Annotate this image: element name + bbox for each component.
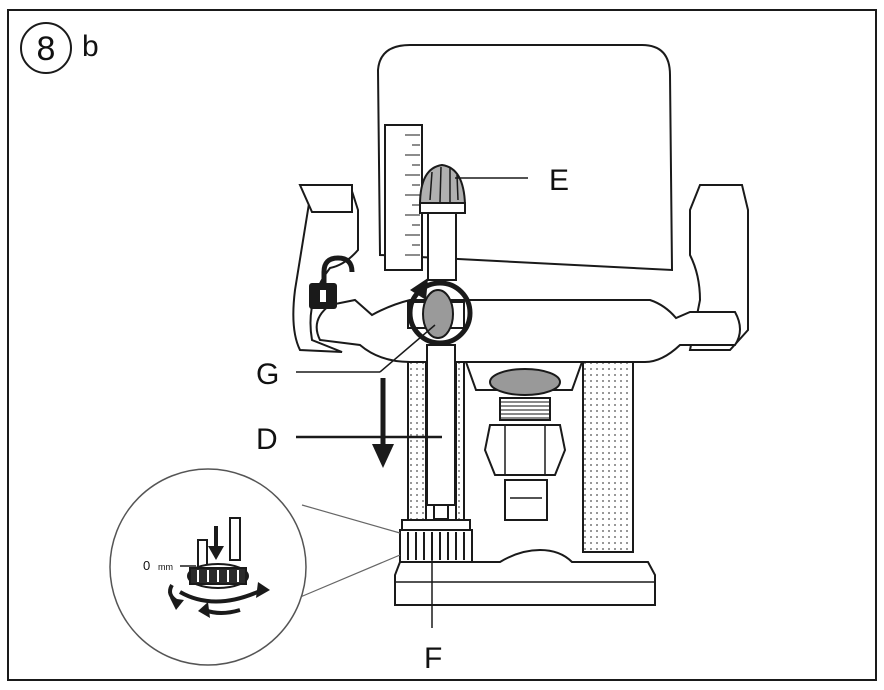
inset-unit-label: mm: [158, 562, 173, 572]
leader-lines: [296, 177, 528, 628]
figure-frame: [7, 9, 877, 681]
leader-g: [379, 324, 436, 373]
depth-scale: [384, 124, 423, 271]
spindle-thread: [499, 397, 551, 421]
turret-top: [401, 519, 471, 531]
spindle-cap: [489, 368, 561, 396]
right-handle: [688, 184, 749, 351]
label-g: G: [256, 358, 279, 391]
rod-d: [426, 344, 456, 506]
base-collar: [315, 298, 741, 363]
depth-stop-knob: [418, 163, 467, 281]
figure-number-circle: [20, 22, 72, 74]
turret-stop: [399, 519, 473, 563]
router-base: [394, 548, 656, 606]
rod-tip: [433, 504, 449, 520]
router-housing: [292, 44, 749, 363]
figure-number-text: 8: [37, 30, 56, 68]
label-f: F: [424, 642, 442, 675]
down-arrow-icon: [372, 378, 394, 468]
clamp-lever: [407, 278, 473, 346]
figure-suffix-text: b: [82, 30, 99, 63]
right-column: [582, 361, 634, 553]
base-plate: [394, 548, 656, 606]
lever-g-icon: [422, 289, 454, 339]
depth-rod-upper: [427, 209, 457, 281]
inset-zero-label: 0: [143, 558, 150, 573]
left-handle-top: [298, 184, 353, 213]
collet-body: [504, 479, 548, 521]
knob-e-collar: [419, 202, 466, 214]
label-d: D: [256, 423, 278, 456]
inset-detail: 0 mm: [109, 468, 401, 666]
rotate-arrow-icon: [407, 280, 473, 346]
figure-number: 8 b: [20, 22, 99, 74]
left-column: [407, 361, 427, 523]
label-e: E: [549, 164, 569, 197]
guide-columns: [407, 361, 634, 553]
depth-stop-rod: [426, 344, 456, 520]
spindle: [464, 361, 584, 521]
left-column-right: [455, 361, 465, 523]
turret-f-icon: [399, 529, 473, 563]
collet-nut: [483, 424, 567, 476]
depth-scale-bar: [384, 124, 423, 271]
unlocked-padlock-icon: [309, 255, 355, 309]
